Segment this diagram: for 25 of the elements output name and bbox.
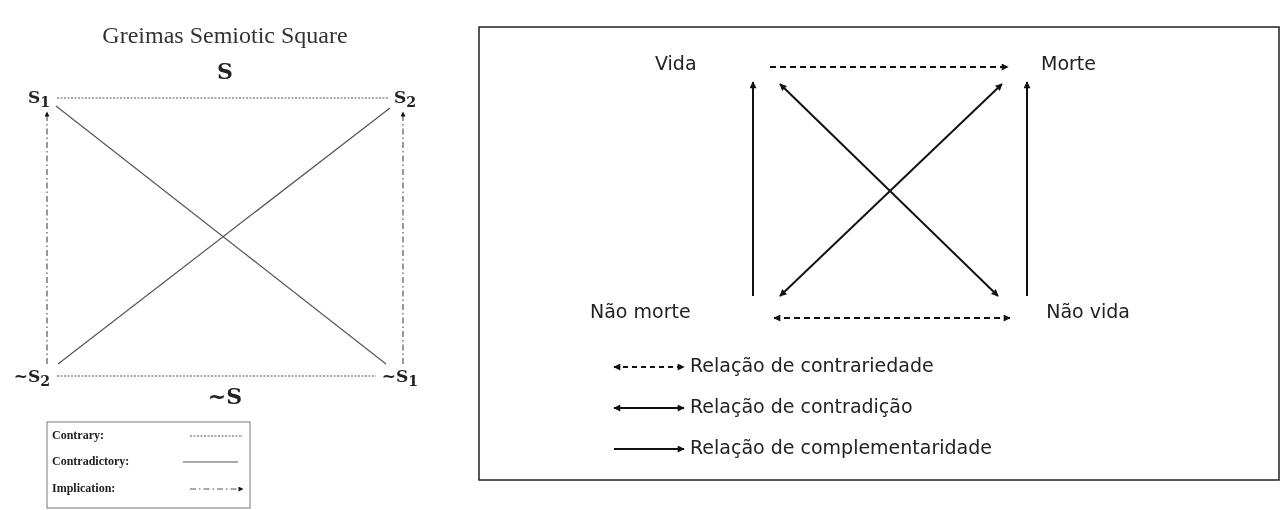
term-label: ~S$_{2}$	[13, 366, 51, 390]
connector-line	[56, 97, 389, 99]
term-label: Não morte	[590, 300, 691, 322]
connector-line	[44, 111, 50, 365]
term-label: S$_{2}$	[393, 87, 417, 111]
edge-label: S	[217, 58, 233, 84]
connector-line	[769, 63, 1009, 71]
connector-line	[1023, 81, 1031, 297]
legend-text: Implication:	[52, 481, 116, 496]
connector-line	[56, 375, 377, 377]
legend-text: Relação de contrariedade	[690, 354, 934, 376]
term-label: Morte	[1041, 52, 1096, 74]
edge-label: ~S	[207, 383, 243, 409]
legend-text: Contrary:	[52, 428, 104, 443]
connector-line	[749, 81, 757, 297]
legend-text: Relação de contradição	[690, 395, 913, 417]
term-label: Não vida	[1046, 300, 1130, 322]
diagram-title: Greimas Semiotic Square	[102, 22, 348, 49]
term-label: S$_{1}$	[27, 87, 51, 111]
legend-text: Contradictory:	[52, 454, 130, 469]
term-label: ~S$_{1}$	[381, 366, 419, 390]
term-label: Vida	[655, 52, 697, 74]
legend-text: Relação de complementaridade	[690, 436, 992, 458]
connector-line	[400, 111, 406, 365]
connector-line	[773, 314, 1011, 322]
